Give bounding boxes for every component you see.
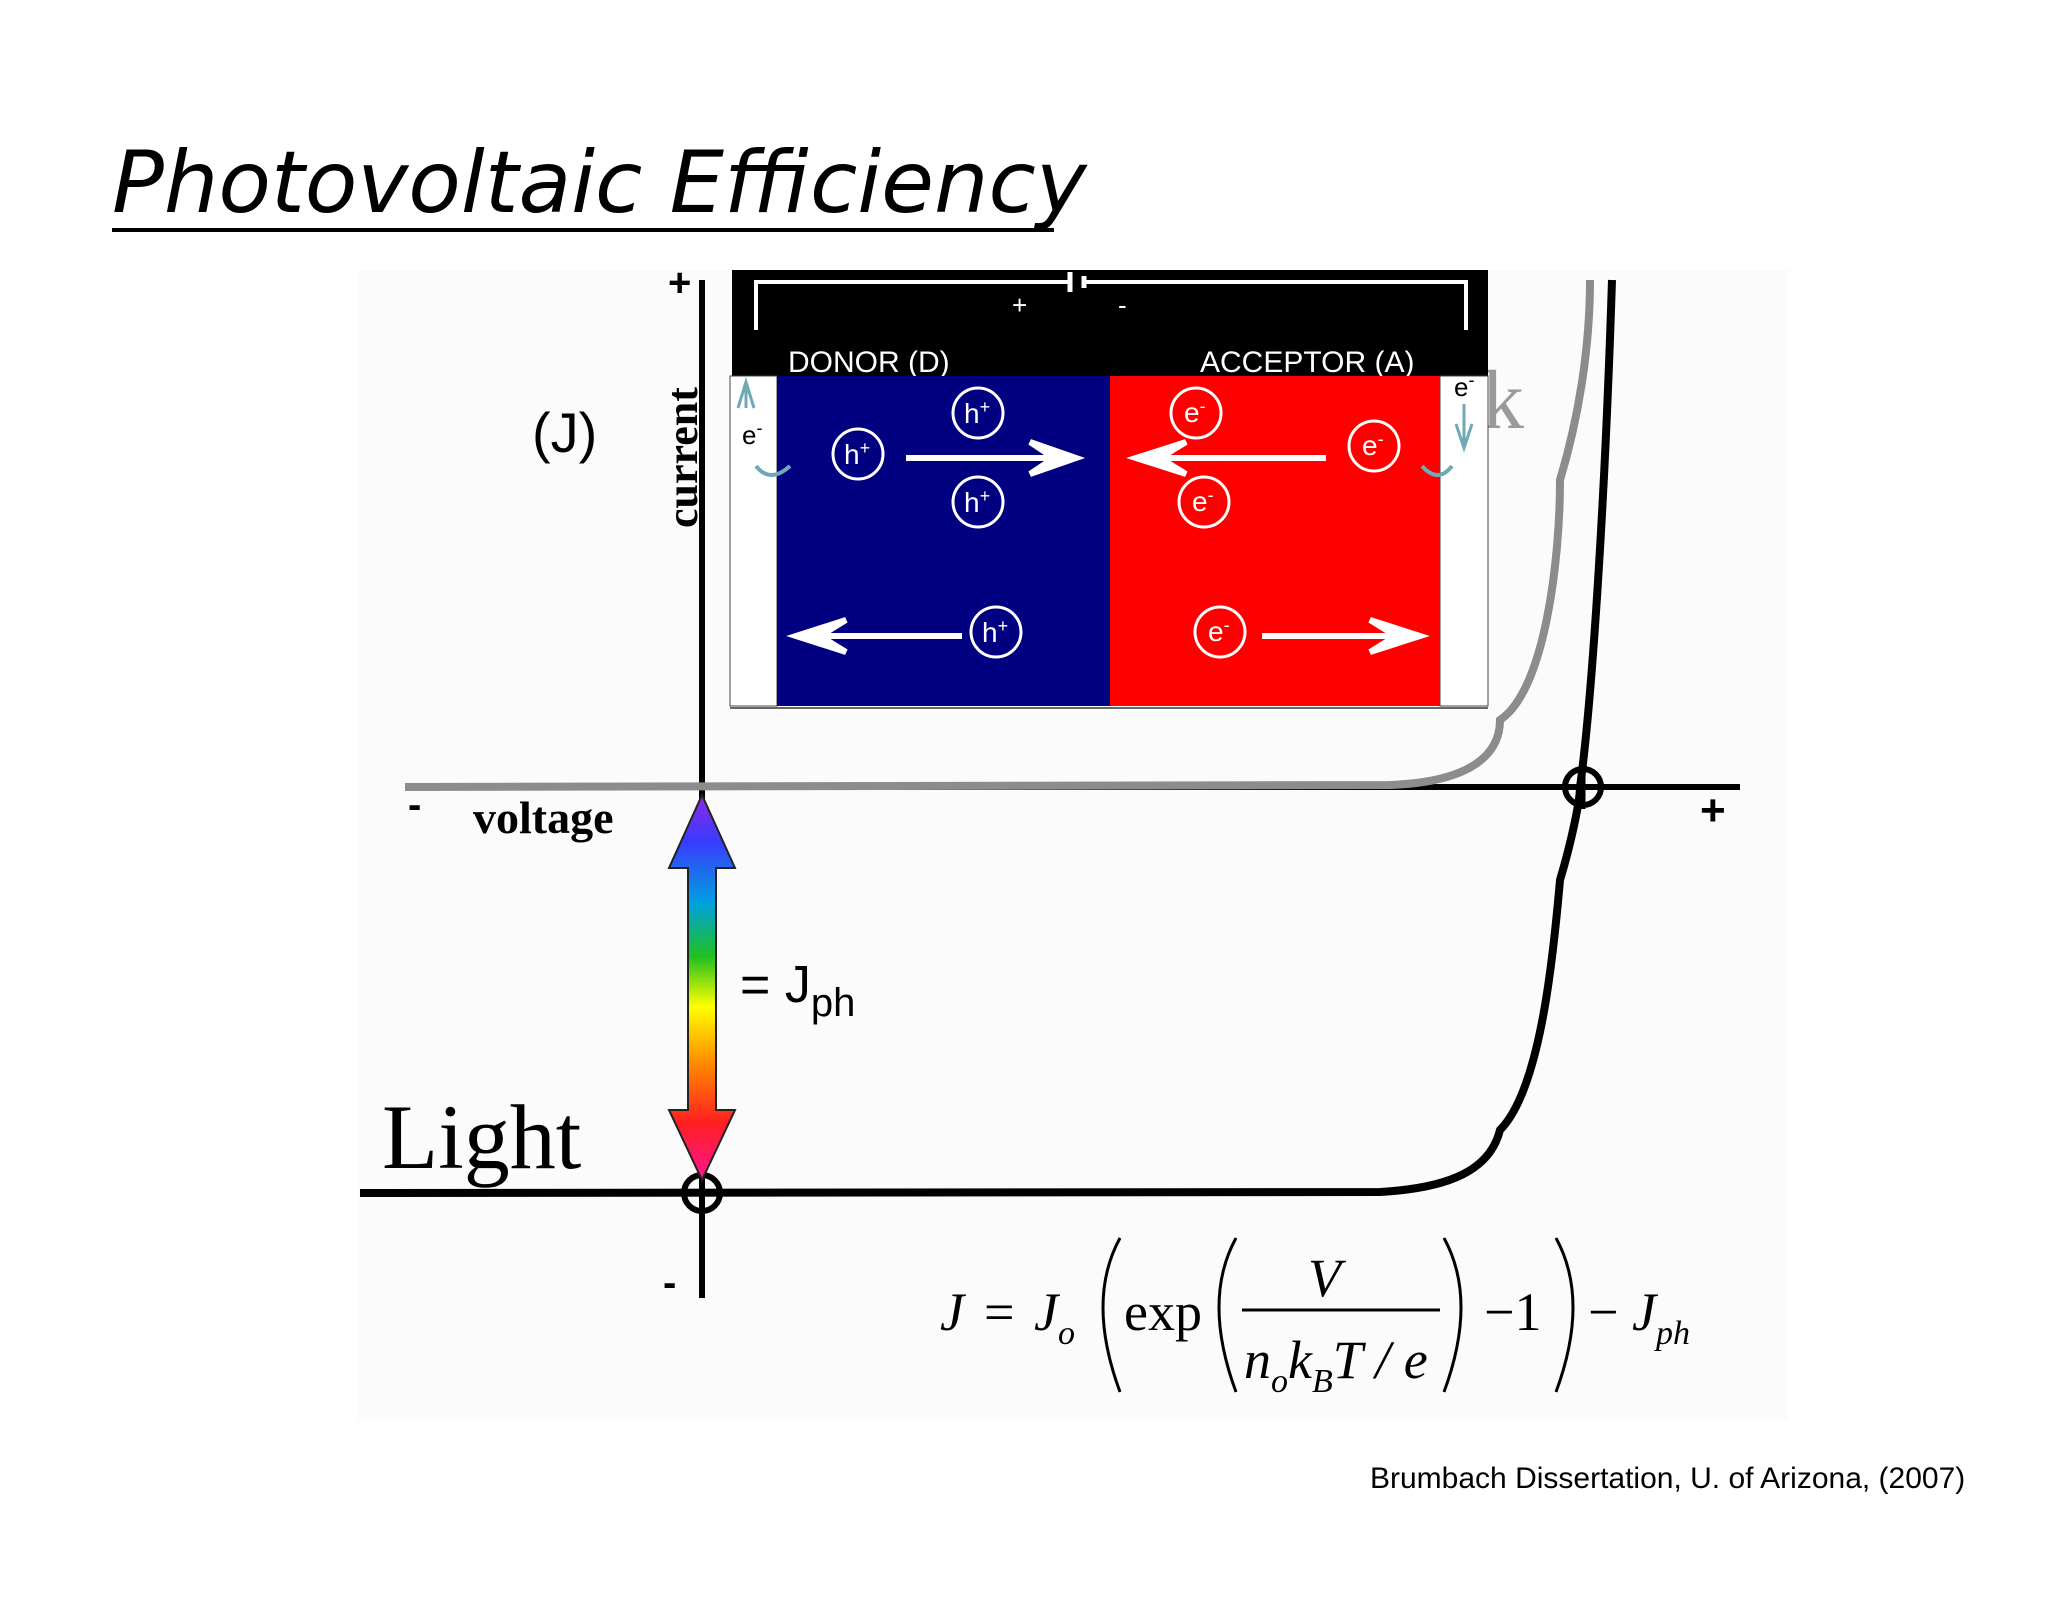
donor-label: DONOR (D) xyxy=(788,346,950,379)
svg-text:e-: e- xyxy=(1184,396,1206,428)
electron-arrow-left xyxy=(1126,439,1326,477)
dark-curve-label: k xyxy=(1482,354,1524,447)
hole-arrow-right xyxy=(906,439,1086,477)
device-schematic: + - DONOR (D) ACCEPTOR (A) e- e- h+ h+ h… xyxy=(729,270,1489,710)
acceptor-layer xyxy=(1110,376,1440,706)
electron-1: e- xyxy=(1169,386,1223,440)
photocurrent-arrow xyxy=(667,792,737,1183)
electron-up-arrow xyxy=(736,376,756,409)
eq-denominator: nokBT / e xyxy=(1244,1330,1428,1400)
battery-minus: - xyxy=(1118,290,1127,320)
svg-text:h+: h+ xyxy=(982,616,1008,648)
x-axis-plus: + xyxy=(1700,786,1726,835)
svg-text:h+: h+ xyxy=(964,397,990,429)
right-curl-arrow xyxy=(1420,464,1454,477)
electron-down-arrow xyxy=(1454,404,1474,453)
acceptor-label: ACCEPTOR (A) xyxy=(1200,346,1414,379)
electron-4: e- xyxy=(1193,605,1247,659)
left-electron: e- xyxy=(742,418,762,450)
hole-4: h+ xyxy=(969,605,1023,659)
voc-marker xyxy=(1562,765,1604,809)
y-axis-plus: + xyxy=(668,261,691,305)
title-underline xyxy=(112,228,1054,232)
diode-equation: J = Jo exp V nokBT / e −1 − Jph xyxy=(940,1237,1690,1400)
y-axis-label: current xyxy=(658,387,707,528)
electron-arrow-right xyxy=(1262,617,1430,655)
eq-equals: = xyxy=(984,1282,1014,1342)
slide-title: Photovoltaic Efficiency xyxy=(112,133,1087,233)
x-axis-label: voltage xyxy=(473,792,614,843)
electron-3: e- xyxy=(1177,475,1231,529)
donor-layer xyxy=(777,376,1110,706)
eq-lhs: J xyxy=(940,1282,967,1342)
x-axis-minus: - xyxy=(408,783,421,827)
jph-label: = Jph xyxy=(740,956,855,1025)
light-iv-curve xyxy=(359,279,1616,1197)
light-curve-label: Light xyxy=(382,1086,582,1188)
svg-text:e-: e- xyxy=(1192,485,1214,517)
hole-1: h+ xyxy=(831,427,885,481)
eq-minus-one: −1 xyxy=(1484,1282,1541,1342)
eq-minus: − xyxy=(1588,1282,1618,1342)
source-credit: Brumbach Dissertation, U. of Arizona, (2… xyxy=(1370,1462,1966,1495)
hole-2: h+ xyxy=(951,386,1005,440)
right-electron: e- xyxy=(1454,370,1474,402)
left-curl-arrow xyxy=(754,464,792,477)
svg-text:e-: e- xyxy=(1362,429,1384,461)
svg-text:h+: h+ xyxy=(844,438,870,470)
hole-3: h+ xyxy=(951,475,1005,529)
y-axis-symbol: (J) xyxy=(532,401,597,464)
svg-text:e-: e- xyxy=(1208,615,1230,647)
svg-text:h+: h+ xyxy=(964,486,990,518)
eq-jph: Jph xyxy=(1632,1282,1690,1352)
electron-2: e- xyxy=(1347,419,1401,473)
dark-iv-curve xyxy=(404,279,1594,791)
hole-arrow-left xyxy=(786,617,962,655)
battery-plus: + xyxy=(1012,290,1027,320)
eq-j0: Jo xyxy=(1034,1282,1075,1352)
y-axis-minus: - xyxy=(663,1261,676,1305)
eq-exp: exp xyxy=(1124,1282,1202,1342)
eq-numerator: V xyxy=(1308,1248,1347,1308)
